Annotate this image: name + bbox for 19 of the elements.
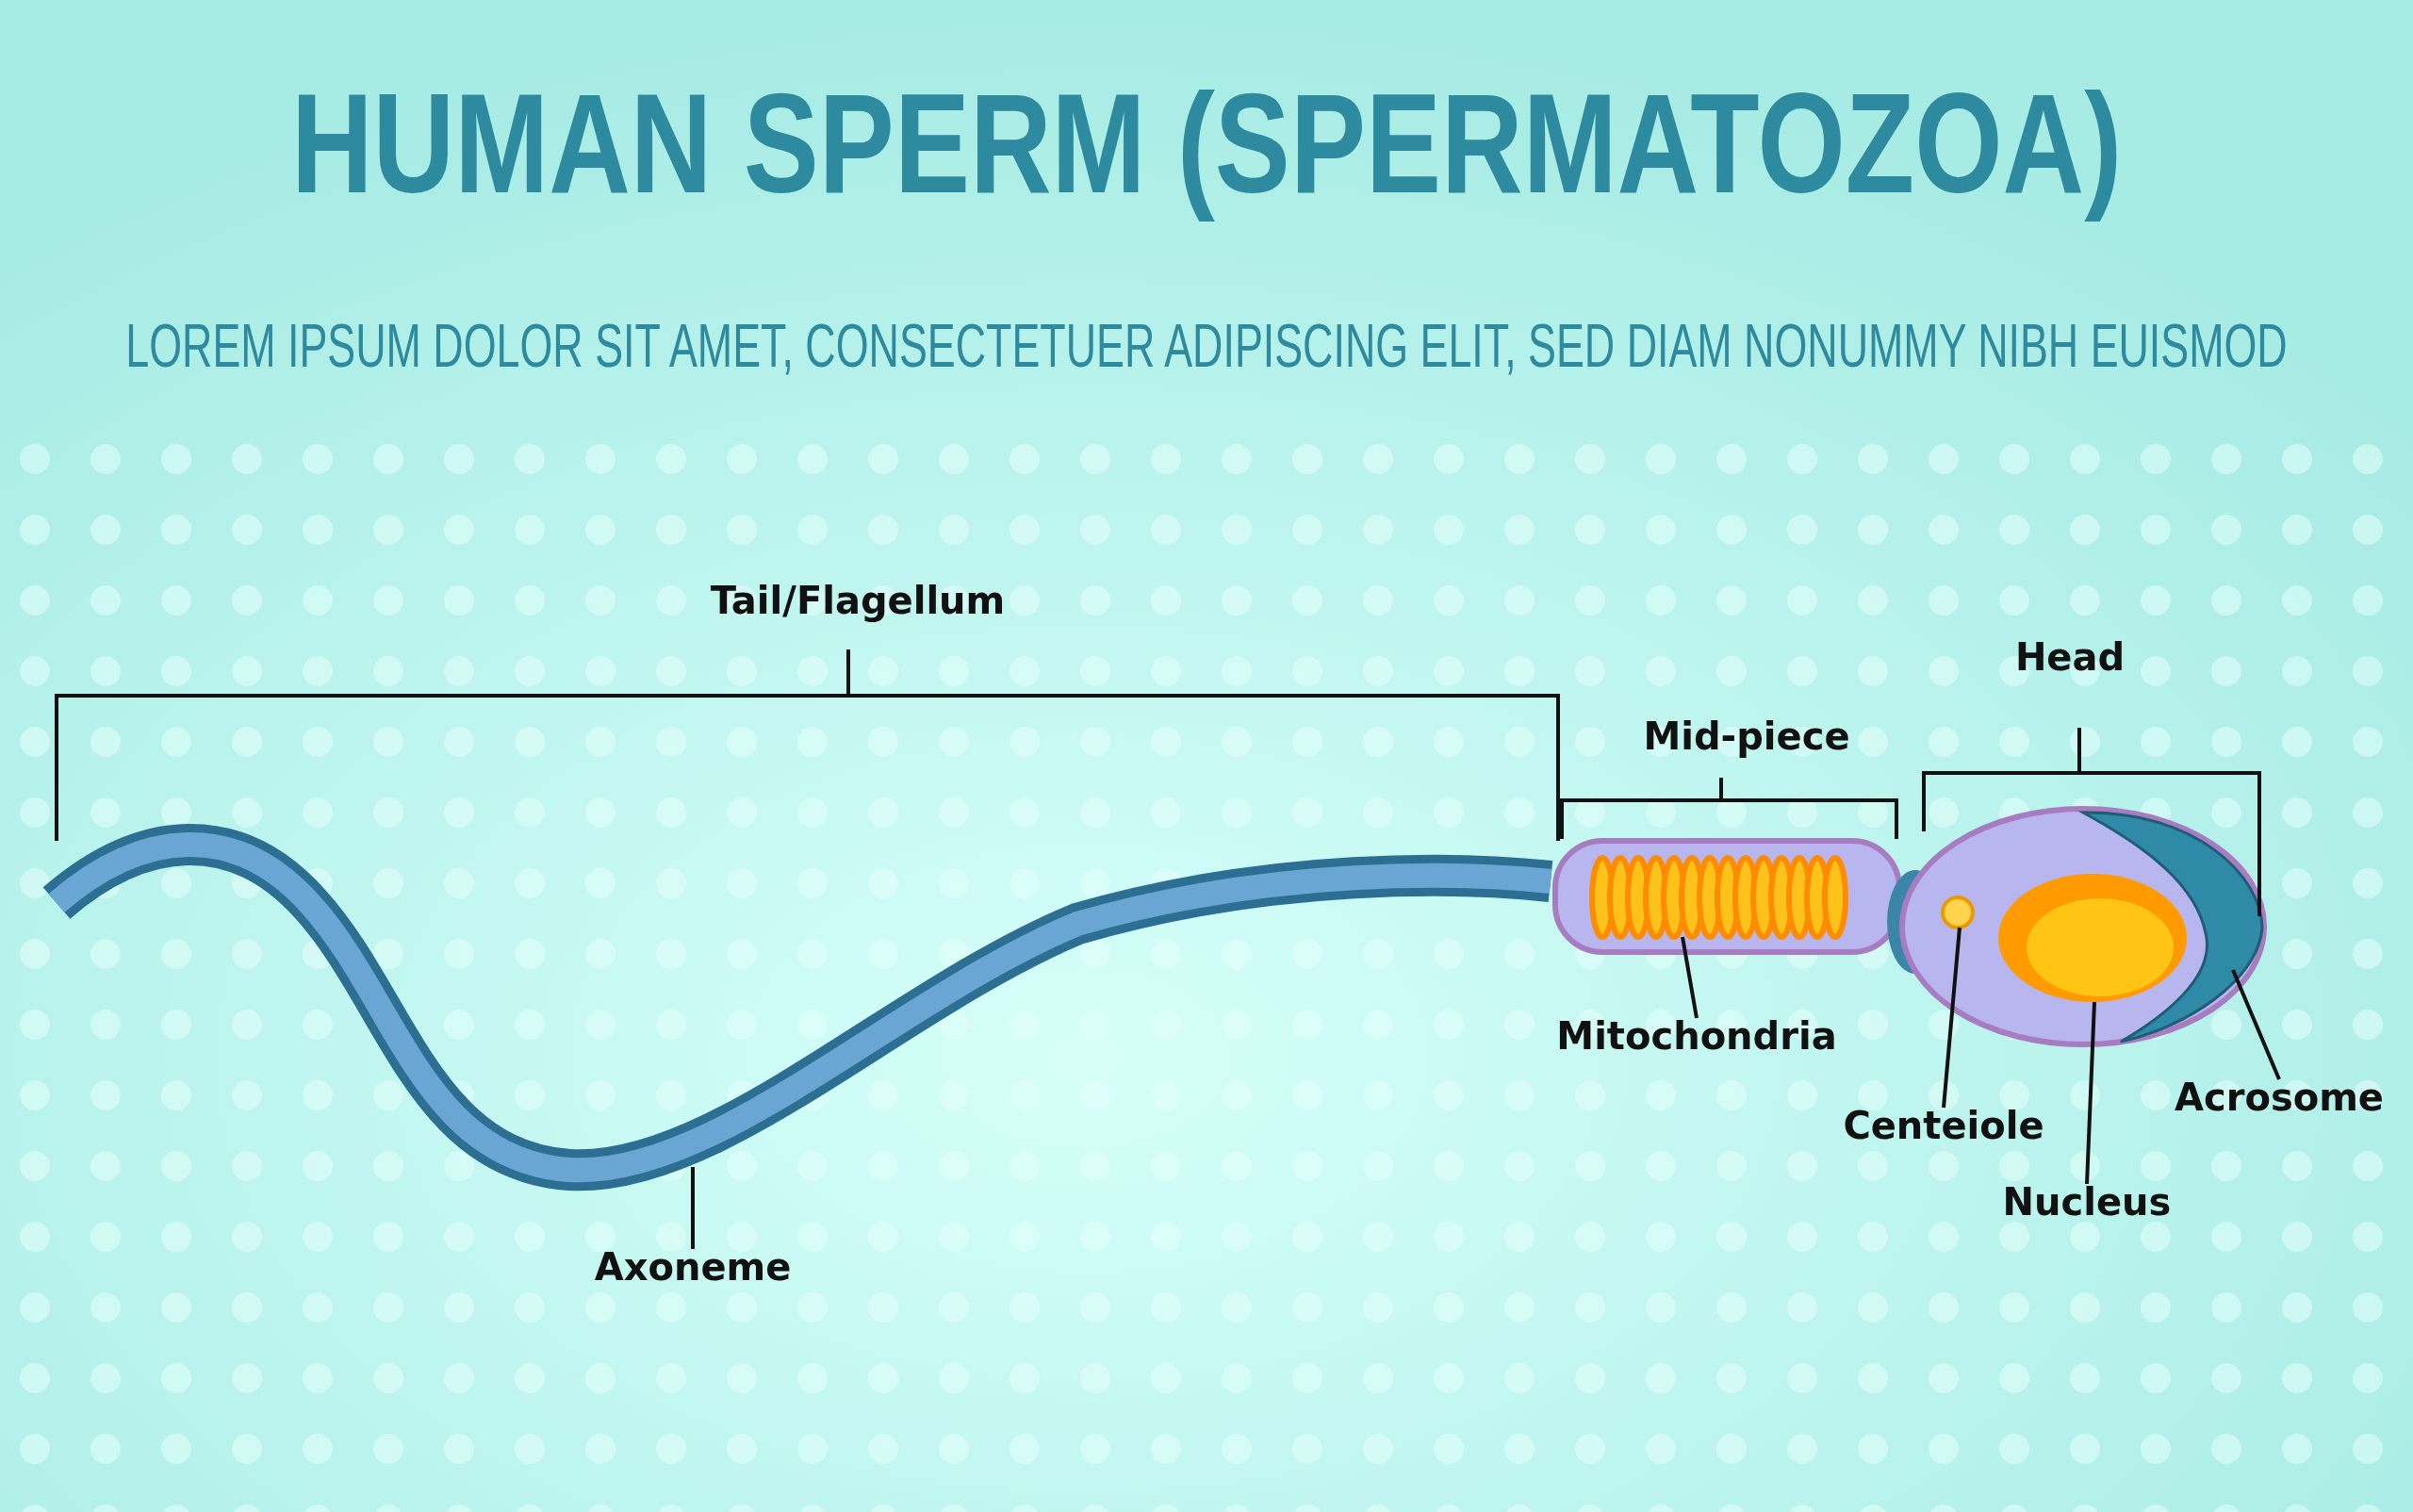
part-label: Acrosome	[2175, 1076, 2384, 1119]
centriole-circle	[1941, 896, 1975, 929]
bracket-label: Head	[2014, 635, 2126, 679]
nucleus-drawing	[1998, 874, 2187, 1002]
leader-line	[1681, 936, 1699, 1019]
bracket-label: Mid-piece	[1643, 715, 1850, 758]
leader-line	[1942, 927, 1962, 1109]
subtitle: LOREM IPSUM DOLOR SIT AMET, CONSECTETUER ADIPISCING ELIT, SED DIAM NONUMMY NIBH EUISMOD	[125, 311, 2288, 381]
tail-drawing	[43, 824, 1552, 1191]
part-label: Centeiole	[1843, 1104, 2044, 1147]
leader-line	[2085, 1001, 2096, 1185]
title: HUMAN SPERM (SPERMATOZOA)	[290, 66, 2123, 222]
leader-line	[2231, 969, 2281, 1080]
part-label: Axoneme	[594, 1245, 792, 1289]
part-label: Nucleus	[2002, 1180, 2172, 1224]
part-label: Mitochondria	[1556, 1014, 1837, 1058]
bracket-label: Tail/Flagellum	[710, 579, 1006, 622]
mitochondria-drawing	[1589, 855, 1848, 940]
leader-line	[691, 1167, 695, 1249]
